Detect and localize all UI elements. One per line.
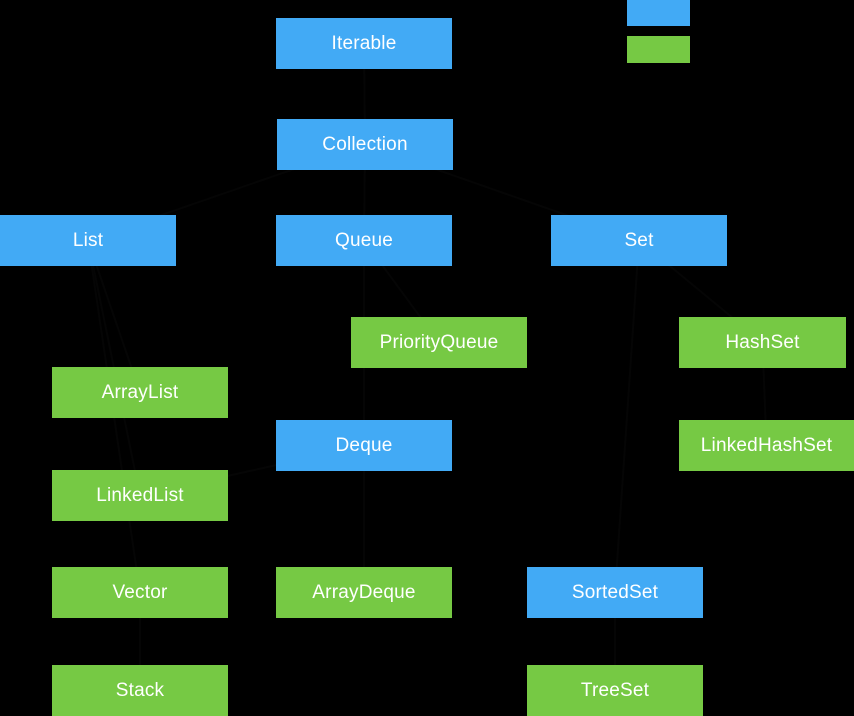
node-linkedlist[interactable]: LinkedList: [52, 470, 228, 521]
node-stack[interactable]: Stack: [52, 665, 228, 716]
node-label: Queue: [334, 230, 394, 251]
node-priorityqueue[interactable]: PriorityQueue: [351, 317, 527, 368]
node-treeset[interactable]: TreeSet: [527, 665, 703, 716]
node-label: Set: [624, 230, 654, 251]
node-iterable[interactable]: Iterable: [276, 18, 452, 69]
node-collection[interactable]: Collection: [277, 119, 453, 170]
node-vector[interactable]: Vector: [52, 567, 228, 618]
node-label: HashSet: [725, 332, 800, 353]
node-label: LinkedHashSet: [700, 435, 833, 456]
node-hashset[interactable]: HashSet: [679, 317, 846, 368]
node-queue[interactable]: Queue: [276, 215, 452, 266]
node-deque[interactable]: Deque: [276, 420, 452, 471]
edge-set-to-sortedset: [614, 240, 640, 593]
node-label: SortedSet: [571, 582, 659, 603]
node-sortedset[interactable]: SortedSet: [527, 567, 703, 618]
node-label: List: [72, 230, 104, 251]
node-arraydeque[interactable]: ArrayDeque: [276, 567, 452, 618]
node-label: PriorityQueue: [379, 332, 499, 353]
node-linkedhashset[interactable]: LinkedHashSet: [679, 420, 854, 471]
node-label: ArrayDeque: [312, 582, 416, 603]
node-label: LinkedList: [96, 485, 184, 506]
node-list[interactable]: List: [0, 215, 176, 266]
node-label: Collection: [322, 134, 408, 155]
legend-interface-swatch: [627, 0, 690, 26]
node-label: TreeSet: [580, 680, 650, 701]
node-label: Stack: [115, 680, 165, 701]
node-label: Deque: [335, 435, 393, 456]
node-label: Vector: [112, 582, 168, 603]
node-label: ArrayList: [101, 382, 179, 403]
legend-class-swatch: [627, 36, 690, 63]
node-label: Iterable: [331, 33, 397, 54]
node-arraylist[interactable]: ArrayList: [52, 367, 228, 418]
node-set[interactable]: Set: [551, 215, 727, 266]
